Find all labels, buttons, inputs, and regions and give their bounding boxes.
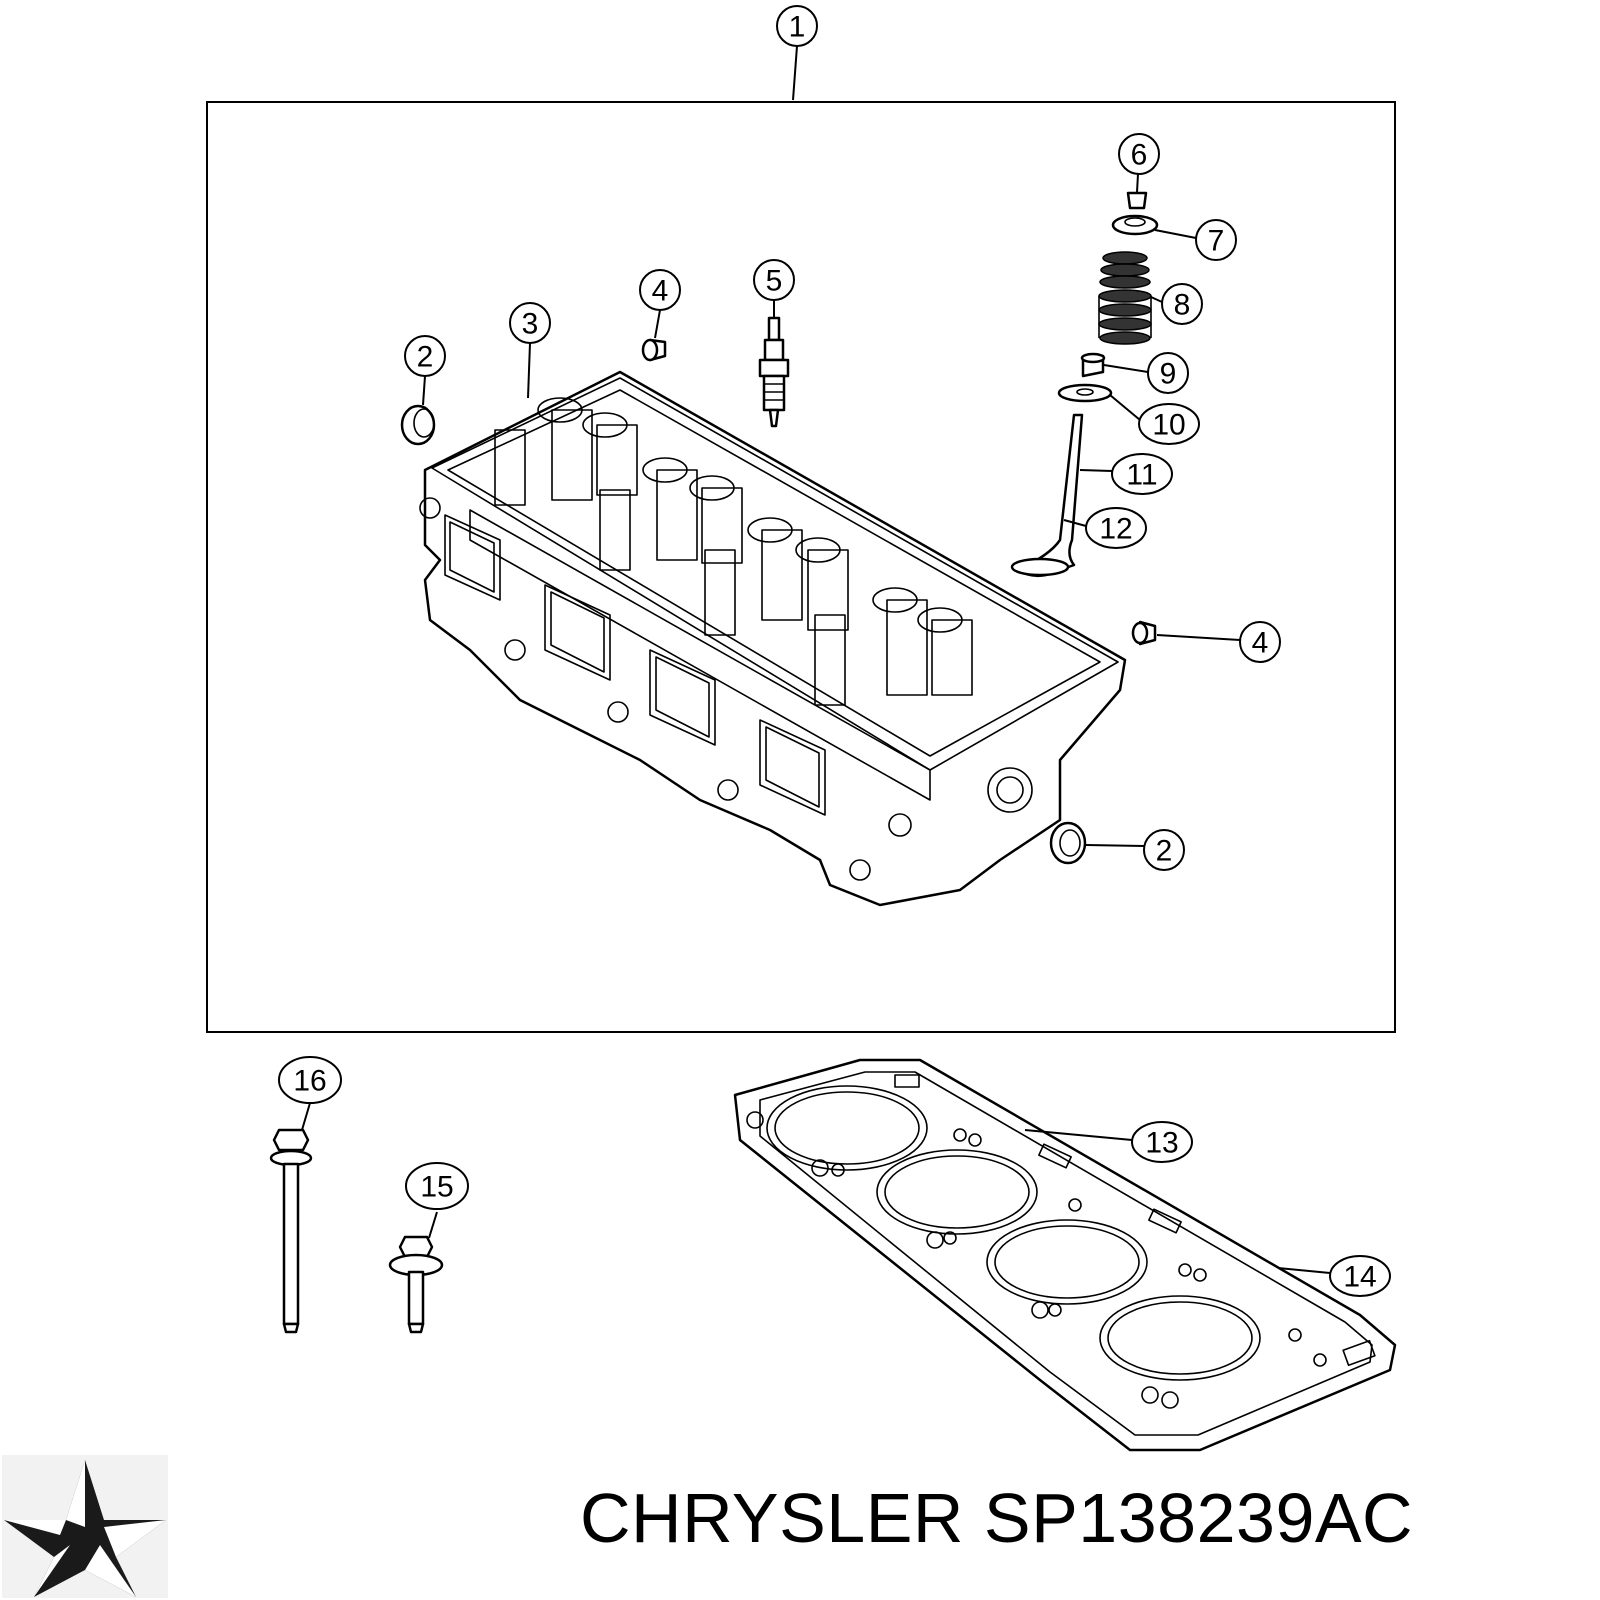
- callout-1: 1: [776, 5, 818, 47]
- callout-1-label: 1: [789, 11, 806, 44]
- part-caption: CHRYSLER SP138239AC: [580, 1478, 1580, 1558]
- callout-5-label: 5: [766, 265, 783, 298]
- callout-13: 13: [1131, 1121, 1193, 1163]
- callout-15: 15: [405, 1162, 469, 1210]
- chrysler-pentastar-icon: [2, 1455, 168, 1598]
- valve-spring: [1098, 251, 1152, 345]
- callout-12-label: 12: [1099, 513, 1132, 546]
- callout-6-label: 6: [1131, 139, 1148, 172]
- brand-name: CHRYSLER: [580, 1479, 964, 1557]
- callout-11: 11: [1111, 453, 1173, 495]
- spark-plug: [758, 316, 790, 428]
- head-bolt-short: [388, 1235, 444, 1334]
- callout-3-label: 3: [522, 308, 539, 341]
- part-number: SP138239AC: [983, 1479, 1414, 1557]
- callout-6: 6: [1118, 133, 1160, 175]
- callout-16-label: 16: [293, 1065, 326, 1098]
- callout-4-right-label: 4: [1252, 627, 1269, 660]
- callout-4-top-label: 4: [652, 275, 669, 308]
- expansion-plug-left: [400, 404, 436, 446]
- callout-10-label: 10: [1152, 409, 1185, 442]
- valve-spring-seat: [1057, 383, 1113, 403]
- valve-lock: [1126, 191, 1148, 210]
- callout-16: 16: [278, 1056, 342, 1104]
- callout-14-label: 14: [1343, 1261, 1376, 1294]
- cylinder-head: [419, 370, 1127, 907]
- exhaust-valve: [1010, 413, 1084, 578]
- assembly-frame: [206, 101, 1396, 1033]
- callout-14: 14: [1329, 1255, 1391, 1297]
- callout-10: 10: [1138, 403, 1200, 445]
- callout-15-label: 15: [420, 1171, 453, 1204]
- callout-8: 8: [1161, 283, 1203, 325]
- callout-12: 12: [1085, 507, 1147, 549]
- head-bolt-long: [269, 1128, 313, 1334]
- callout-13-label: 13: [1145, 1127, 1178, 1160]
- callout-7: 7: [1195, 219, 1237, 261]
- callout-4-top: 4: [639, 269, 681, 311]
- cup-plug-right: [1131, 620, 1157, 646]
- callout-5: 5: [753, 259, 795, 301]
- callout-11-label: 11: [1126, 459, 1157, 492]
- callout-9-label: 9: [1160, 358, 1177, 391]
- expansion-plug-right: [1049, 821, 1087, 865]
- callout-8-label: 8: [1174, 289, 1191, 322]
- callout-3: 3: [509, 302, 551, 344]
- callout-2-left-label: 2: [417, 341, 434, 374]
- valve-retainer: [1111, 214, 1159, 236]
- cup-plug-top: [641, 338, 667, 362]
- callout-2-right: 2: [1143, 829, 1185, 871]
- callout-2-left: 2: [404, 335, 446, 377]
- valve-stem-seal: [1080, 352, 1106, 378]
- head-gasket: [733, 1058, 1397, 1452]
- callout-9: 9: [1147, 352, 1189, 394]
- leader-lines: [301, 45, 1331, 1274]
- callout-2-right-label: 2: [1156, 835, 1173, 868]
- callout-4-right: 4: [1239, 621, 1281, 663]
- callout-7-label: 7: [1208, 225, 1225, 258]
